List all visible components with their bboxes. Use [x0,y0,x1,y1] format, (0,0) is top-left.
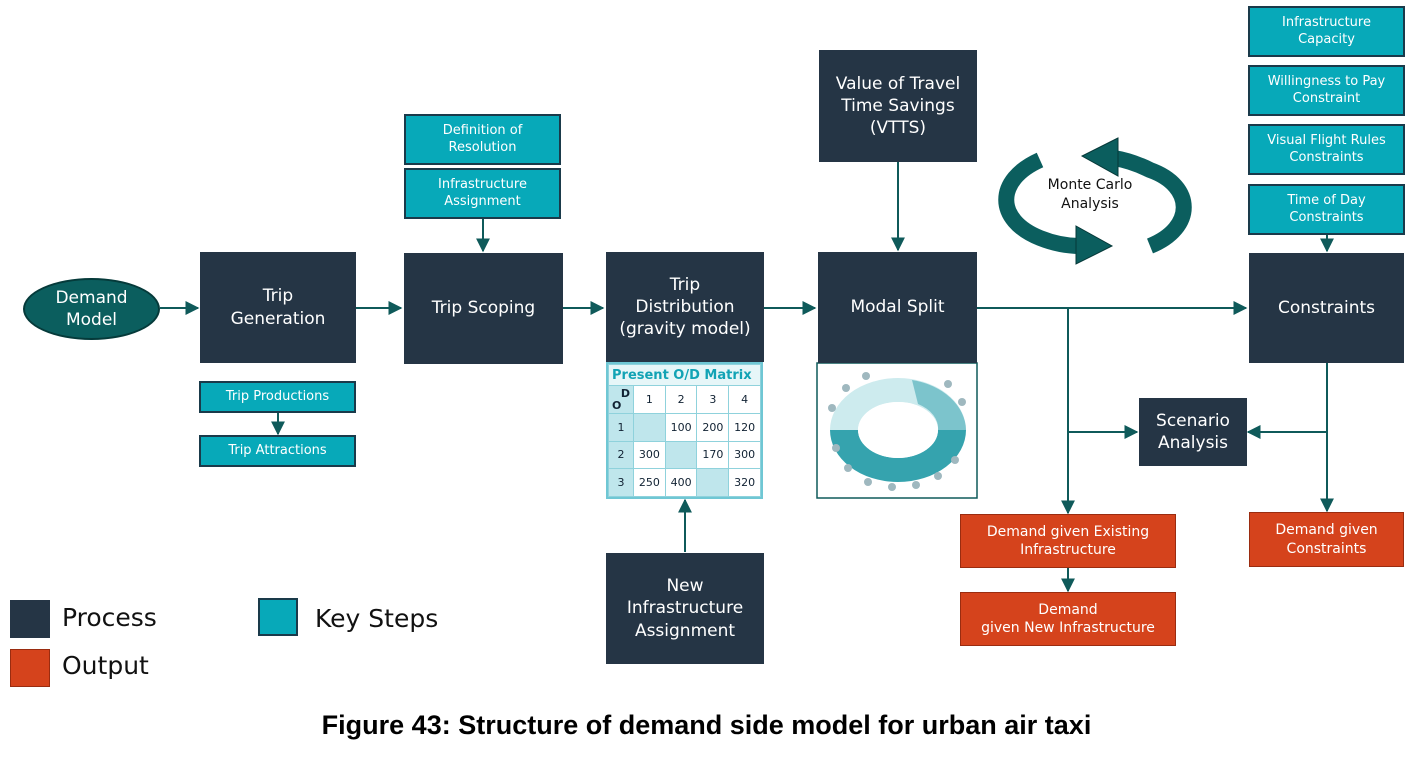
od-matrix: Present O/D Matrix D O 1 2 3 4 1 100 200… [606,362,763,499]
trip-productions-step: Trip Productions [199,381,356,413]
trip-attractions-step: Trip Attractions [199,435,356,467]
modal-split-node: Modal Split [818,252,977,363]
visual-flight-rules-step: Visual Flight Rules Constraints [1248,124,1405,175]
od-cell: 100 [664,412,698,442]
od-cell [696,468,730,497]
od-matrix-title: Present O/D Matrix [608,364,761,386]
trip-generation-node: Trip Generation [200,252,356,363]
od-row-header: 1 [608,412,634,442]
time-of-day-step: Time of Day Constraints [1248,184,1405,235]
definition-of-resolution-step: Definition of Resolution [404,114,561,165]
legend-key-steps-swatch [258,598,298,636]
legend-output-label: Output [62,651,149,680]
od-matrix-corner: D O [608,385,634,414]
od-cell: 170 [696,440,730,470]
monte-carlo-label: Monte Carlo Analysis [1047,177,1133,212]
demand-constraints-output: Demand given Constraints [1249,512,1404,567]
od-cell: 300 [728,440,761,470]
scenario-analysis-node: Scenario Analysis [1139,398,1247,466]
vtts-node: Value of Travel Time Savings (VTTS) [819,50,977,162]
trip-scoping-node: Trip Scoping [404,253,563,364]
od-cell [664,440,698,470]
od-cell [633,412,666,442]
od-cell: 320 [728,468,761,497]
constraints-node: Constraints [1249,253,1404,363]
od-cell: 400 [664,468,698,497]
modal-split-illustration [816,362,978,499]
od-row-header: 3 [608,468,634,497]
demand-existing-output: Demand given Existing Infrastructure [960,514,1176,568]
willingness-to-pay-step: Willingness to Pay Constraint [1248,65,1405,116]
od-matrix-row: 2 300 170 300 [608,440,761,470]
figure-caption: Figure 43: Structure of demand side mode… [321,710,1092,740]
od-col-header: 2 [664,385,698,414]
od-cell: 200 [696,412,730,442]
legend-key-steps-label: Key Steps [315,604,439,633]
od-cell: 300 [633,440,666,470]
legend-process-label: Process [62,603,157,632]
monte-carlo-cycle-icon [998,137,1192,265]
od-col-header: 3 [696,385,730,414]
demand-model-node: Demand Model [23,278,160,340]
new-infrastructure-assignment-node: New Infrastructure Assignment [606,553,764,664]
demand-new-output: Demand given New Infrastructure [960,592,1176,646]
infrastructure-assignment-step: Infrastructure Assignment [404,168,561,219]
od-row-header: 2 [608,440,634,470]
od-col-header: 1 [633,385,666,414]
od-matrix-o-label: O [612,398,622,412]
od-cell: 250 [633,468,666,497]
trip-distribution-node: Trip Distribution (gravity model) [606,252,764,362]
od-matrix-row: 3 250 400 320 [608,468,761,497]
legend-process-swatch [10,600,50,638]
od-cell: 120 [728,412,761,442]
od-matrix-row: 1 100 200 120 [608,412,761,442]
infrastructure-capacity-step: Infrastructure Capacity [1248,6,1405,57]
od-matrix-d-label: D [620,387,630,400]
od-col-header: 4 [728,385,761,414]
legend-output-swatch [10,649,50,687]
